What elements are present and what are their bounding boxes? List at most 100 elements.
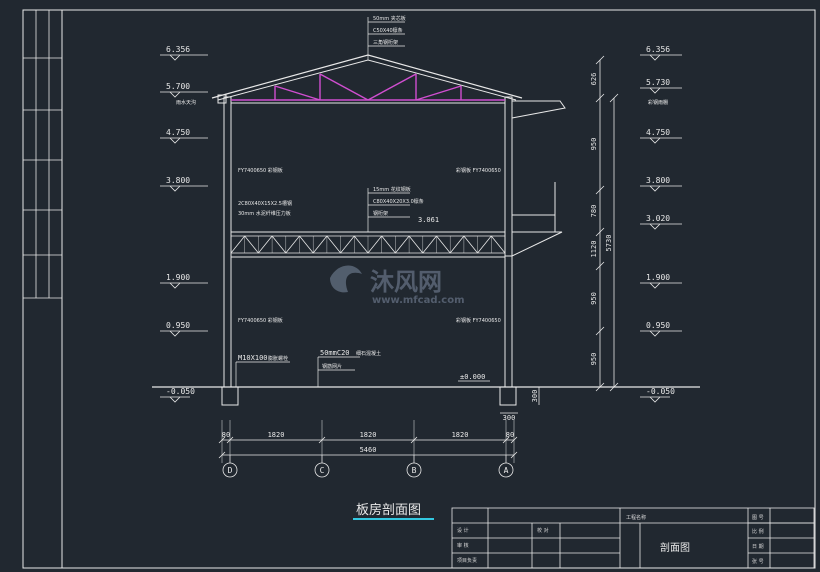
right-dim-1: 950 xyxy=(590,138,598,151)
roof-note-2: C50X40檩条 xyxy=(373,27,403,34)
level-markers-left: 6.356 5.700 4.750 3.800 1.900 0.950 -0.050 xyxy=(160,45,208,403)
level-markers-right: 6.356 5.730 4.750 3.800 3.020 1.900 0.950 -0.05… xyxy=(640,45,682,403)
axis-label-D: D xyxy=(228,466,233,475)
mid-note-2: C80X40X20X3.0檩条 xyxy=(373,198,424,205)
title-block-cell-6: 比 例 xyxy=(752,528,764,535)
level-right-7: -0.050 xyxy=(640,387,675,403)
level-right-0-text: 6.356 xyxy=(646,45,670,54)
level-right-6-text: 0.950 xyxy=(646,321,670,330)
bottom-dim-1: 1820 xyxy=(268,431,285,439)
slab-sub-note: 细石混凝土 xyxy=(356,350,381,357)
building-section xyxy=(211,54,566,406)
title-block-drawing-name: 剖面图 xyxy=(660,541,690,554)
right-dim-2: 780 xyxy=(590,205,598,218)
axis-bubble-D: D xyxy=(222,455,238,478)
level-right-1: 5.730 xyxy=(640,78,682,94)
roof-note-1: 50mm 夹芯板 xyxy=(373,15,406,22)
level-left-2: 4.750 xyxy=(160,128,208,144)
roof-note-3: 三角钢桁架 xyxy=(373,39,398,46)
right-dim-3: 1120 xyxy=(590,241,598,258)
floor-truss xyxy=(230,235,506,254)
roof-callout xyxy=(235,17,490,387)
axis-bubble-C: C xyxy=(314,455,330,478)
outer-frame xyxy=(22,9,816,569)
watermark-url: www.mfcad.com xyxy=(372,295,465,306)
beam-note: M10X100 xyxy=(238,354,268,362)
watermark: 沐风网 www.mfcad.com xyxy=(330,265,465,306)
beam-sub-note: 膨胀螺栓 xyxy=(268,355,288,362)
annotation-texts: 50mm 夹芯板 C50X40檩条 三角钢桁架 15mm 花纹钢板 C80X40… xyxy=(176,15,668,381)
level-right-3: 3.800 xyxy=(640,176,682,192)
drawing-title: 板房剖面图 xyxy=(356,502,421,518)
title-block-project: 工程名称 xyxy=(626,514,646,521)
axis-label-B: B xyxy=(412,466,417,475)
level-right-4: 3.020 xyxy=(640,214,682,230)
right-dimension-chain: 626 950 780 1120 950 950 5730 300 300 xyxy=(500,55,619,422)
level-left-0: 6.356 xyxy=(160,45,208,61)
level-left-3-text: 3.800 xyxy=(166,176,190,185)
slab-sub-note-2: 钢筋网片 xyxy=(322,363,342,370)
level-left-0-text: 6.356 xyxy=(166,45,190,54)
binding-strip-table xyxy=(23,10,62,299)
level-left-5: 0.950 xyxy=(160,321,208,337)
level-left-5-text: 0.950 xyxy=(166,321,190,330)
level-left-4-text: 1.900 xyxy=(166,273,190,282)
watermark-brand: 沐风网 xyxy=(370,268,442,296)
mid-note-1: 15mm 花纹钢板 xyxy=(373,186,411,193)
level-right-1-text: 5.730 xyxy=(646,78,670,87)
bottom-dim-0: 80 xyxy=(222,431,230,439)
wall-note-right-upper: 彩钢板 FY7400650 xyxy=(456,167,501,174)
level-right-2-text: 4.750 xyxy=(646,128,670,137)
bottom-total-width: 5460 xyxy=(360,446,377,454)
roof-truss xyxy=(231,73,505,101)
axis-label-A: A xyxy=(504,466,509,475)
level-right-6: 0.950 xyxy=(640,321,682,337)
right-dim-4: 950 xyxy=(590,292,598,305)
title-block-cell-7: 日 期 xyxy=(752,544,764,550)
level-left-4: 1.900 xyxy=(160,273,208,289)
level-right-7-text: -0.050 xyxy=(646,387,675,396)
wall-note-left-upper: FY7400650 彩钢板 xyxy=(238,167,283,174)
mid-level-label: 3.061 xyxy=(418,216,439,224)
bottom-dim-2: 1820 xyxy=(360,431,377,439)
title-block-cell-5: 图 号 xyxy=(752,515,764,521)
level-left-2-text: 4.750 xyxy=(166,128,190,137)
floor-board-note: 30mm 水泥纤维压力板 xyxy=(238,210,291,217)
slab-note: 50mmC20 xyxy=(320,349,350,357)
title-block-cell-2: 审 核 xyxy=(457,542,469,549)
bottom-dim-3: 1820 xyxy=(452,431,469,439)
right-dim-5: 950 xyxy=(590,353,598,366)
level-right-3-text: 3.800 xyxy=(646,176,670,185)
title-block-cell-4: 校 对 xyxy=(537,527,549,534)
eave-note-left: 雨水天沟 xyxy=(176,99,196,106)
level-left-6: -0.050 xyxy=(160,387,195,403)
watermark-logo-icon xyxy=(330,265,362,293)
bottom-dim-4: 80 xyxy=(506,431,514,439)
bottom-dimension-chain: 80 1820 1820 1820 80 5460 xyxy=(218,420,518,463)
level-right-5-text: 1.900 xyxy=(646,273,670,282)
level-left-3: 3.800 xyxy=(160,176,208,192)
right-dim-0: 626 xyxy=(590,73,598,86)
level-left-6-text: -0.050 xyxy=(166,387,195,396)
wall-note-right-lower: 彩钢板 FY7400650 xyxy=(456,317,501,324)
right-total-height: 5730 xyxy=(605,235,613,252)
axis-bubble-A: A xyxy=(498,455,514,478)
foot-dim-width: 300 xyxy=(503,414,516,422)
axis-bubble-B: B xyxy=(406,455,422,478)
level-right-4-text: 3.020 xyxy=(646,214,670,223)
title-block xyxy=(451,507,815,569)
title-block-cell-1: 设 计 xyxy=(457,527,469,534)
level-right-0: 6.356 xyxy=(640,45,682,61)
title-block-cell-3: 项目负责 xyxy=(457,557,477,564)
mid-note-3: 钢桁架 xyxy=(373,210,388,217)
level-left-1-text: 5.700 xyxy=(166,82,190,91)
joist-note: 2C80X40X15X2.5槽钢 xyxy=(238,200,292,207)
wall-note-left-lower: FY7400650 彩钢板 xyxy=(238,317,283,324)
title-block-cell-8: 张 号 xyxy=(752,558,764,565)
foot-dim-height: 300 xyxy=(531,390,539,403)
level-right-5: 1.900 xyxy=(640,273,682,289)
level-right-2: 4.750 xyxy=(640,128,682,144)
